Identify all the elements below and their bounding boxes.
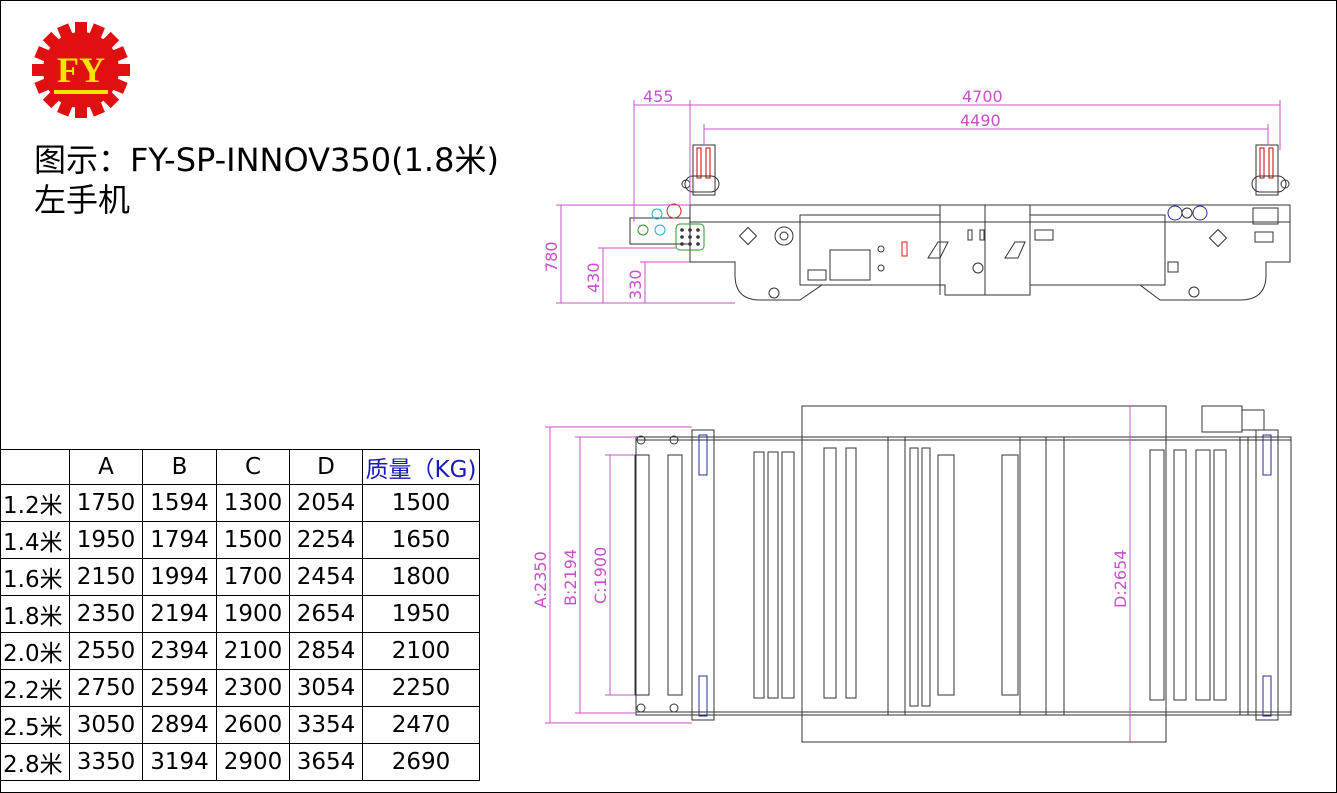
top-view-drawing [634,405,1292,743]
fy-logo: FY [32,22,130,118]
table-cell: 1950 [69,521,143,559]
table-cell: 1700 [216,558,290,596]
table-header-cell: C [216,449,290,485]
dim-c-label: C:1900 [591,547,610,604]
table-cell: 1950 [362,595,480,633]
dim-4700-label: 4700 [962,87,1003,106]
table-cell: 2100 [216,632,290,670]
top-view-dimensions [545,406,1131,742]
side-view-dimension-labels: 455 4700 4490 780 430 330 [542,87,1003,300]
dim-455-label: 455 [643,87,674,106]
dim-a-label: A:2350 [531,551,550,608]
table-header-cell: A [69,449,143,485]
table-cell: 2.5米 [0,706,70,744]
table-header-row: A B C D 质量（KG) [0,449,480,485]
gear-icon [32,22,130,118]
top-view-dimension-labels: A:2350 B:2194 C:1900 D:2654 [531,547,1130,608]
table-cell: 3050 [69,706,143,744]
table-cell: 3654 [289,743,363,781]
dim-4490-label: 4490 [960,111,1001,130]
table-cell: 2854 [289,632,363,670]
table-cell: 2.2米 [0,669,70,707]
dim-b-label: B:2194 [561,549,580,606]
table-cell: 1650 [362,521,480,559]
table-cell: 2900 [216,743,290,781]
table-cell: 2.0米 [0,632,70,670]
table-cell: 2350 [69,595,143,633]
dim-d-label: D:2654 [1111,550,1130,608]
title-line2: 左手机 [34,181,131,219]
table-cell: 2054 [289,484,363,522]
table-header-cell [0,449,70,485]
side-view-dimensions [556,100,1281,304]
table-cell: 2250 [362,669,480,707]
table-cell: 2300 [216,669,290,707]
table-cell: 2894 [142,706,217,744]
logo-underline [54,90,108,94]
dim-430-label: 430 [584,262,603,293]
table-cell: 1.4米 [0,521,70,559]
table-cell: 1900 [216,595,290,633]
table-cell: 2100 [362,632,480,670]
table-cell: 2254 [289,521,363,559]
title-line1: 图示：FY-SP-INNOV350(1.8米) [34,141,499,179]
table-cell: 2690 [362,743,480,781]
side-view-drawing [629,144,1291,301]
table-cell: 3350 [69,743,143,781]
table-cell: 2750 [69,669,143,707]
drawing-title: 图示：FY-SP-INNOV350(1.8米) 左手机 [34,140,499,220]
table-cell: 3354 [289,706,363,744]
dim-780-label: 780 [542,241,561,272]
table-cell: 1750 [69,484,143,522]
table-cell: 1.2米 [0,484,70,522]
table-cell: 2194 [142,595,217,633]
table-cell: 2.8米 [0,743,70,781]
table-cell: 2600 [216,706,290,744]
table-header-cell: 质量（KG) [362,449,480,485]
table-cell: 1.6米 [0,558,70,596]
table-cell: 2394 [142,632,217,670]
table-cell: 2594 [142,669,217,707]
logo-text: FY [57,50,105,90]
dim-330-label: 330 [626,269,645,300]
